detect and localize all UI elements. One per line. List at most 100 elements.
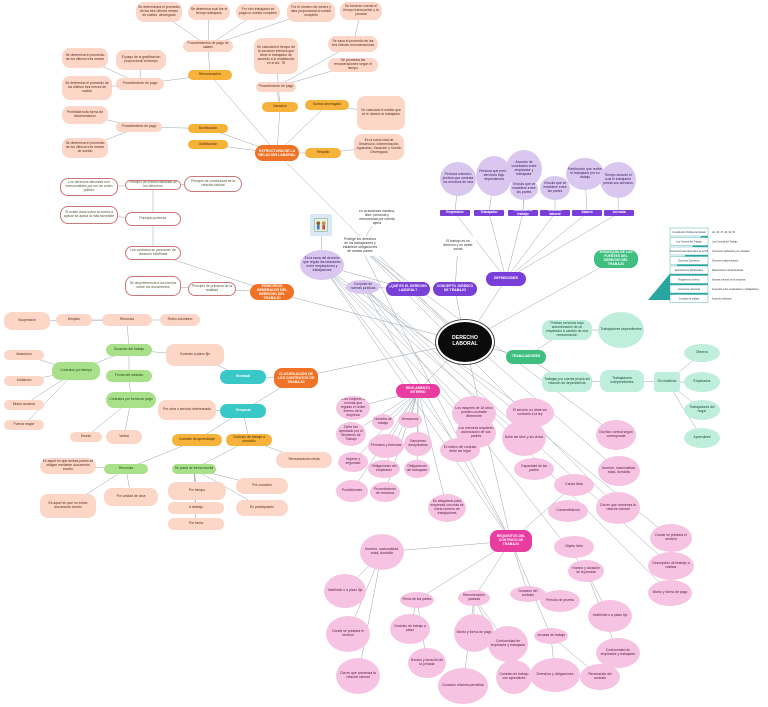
node-l18: Por unidad de obra bbox=[104, 488, 158, 506]
connector-line bbox=[488, 212, 507, 280]
node-q17: Jornada de trabajo bbox=[534, 628, 568, 644]
node-b3: Se determina el promedio de los últimos … bbox=[62, 138, 108, 158]
pyramid-row-text: Normas internas de la empresa bbox=[712, 279, 746, 282]
connector-line bbox=[505, 212, 620, 280]
central-topic[interactable]: DERECHO LABORAL bbox=[436, 320, 494, 364]
node-procedimiento: Procedimiento de pago bbox=[116, 78, 164, 90]
node-def1[interactable]: Empleador bbox=[440, 210, 470, 216]
node-q12: Horario y duración de la jornada bbox=[568, 560, 604, 582]
connector-line bbox=[454, 212, 507, 280]
node-tr4: Trabajadores independientes bbox=[600, 370, 644, 392]
node-q2[interactable]: Consentimiento bbox=[548, 500, 588, 522]
node-r10: Prohibiciones bbox=[336, 480, 368, 502]
node-vacacion[interactable]: Vacación bbox=[262, 102, 298, 112]
node-a2: Se determina cual fue el tiempo trabajad… bbox=[188, 4, 230, 20]
node-q2: Protege los derechos de los trabajadores… bbox=[340, 236, 380, 256]
branch-estructura[interactable]: ESTRUCTURA DE LA RELACIÓN LABORAL bbox=[255, 145, 299, 161]
pyramid-level bbox=[669, 294, 709, 303]
node-c-temporal[interactable]: Temporal bbox=[220, 404, 266, 418]
pyramid-level bbox=[669, 265, 709, 275]
branch-concepto[interactable]: CONCEPTO JURÍDICO DE TRABAJO bbox=[433, 282, 477, 296]
node-q32: Causa lícita bbox=[554, 474, 594, 496]
node-l20: A destajo bbox=[168, 502, 224, 514]
node-l6: Jubilación bbox=[4, 376, 44, 386]
branch-quees[interactable]: ¿QUÉ ES EL DERECHO LABORAL? bbox=[386, 282, 430, 296]
node-def6[interactable]: Jornada bbox=[604, 210, 634, 216]
node-l10[interactable]: Duración del trabajo bbox=[106, 344, 152, 356]
pyramid-row-text: Decretos reglamentarios bbox=[712, 260, 739, 263]
node-q3: Conjunto de normas jurídicas bbox=[346, 280, 380, 294]
node-q25: Firma de las partes bbox=[400, 592, 434, 608]
node-l9[interactable]: Se pacta de forma escrita bbox=[172, 464, 216, 474]
pyramid-row-text: Acuerdo individual bbox=[712, 298, 732, 301]
node-l13: Verbal bbox=[106, 430, 142, 444]
node-q1[interactable]: Capacidad de las partes bbox=[514, 458, 554, 480]
node-q16: Periodo de prueba bbox=[540, 590, 580, 612]
node-l15[interactable]: Contratos por forma de pago bbox=[106, 392, 156, 408]
node-a9: Se calculará el sueldo que se le deberá … bbox=[357, 96, 405, 130]
node-t3b: Vínculo que se establece entre las parte… bbox=[510, 178, 538, 200]
node-a6: Se calculará el tiempo de la vacación ef… bbox=[254, 38, 298, 74]
connector-line bbox=[505, 212, 524, 280]
connector-line bbox=[416, 390, 419, 470]
pyramid-row-text: Ley General del Trabajo bbox=[712, 241, 738, 244]
connector-line bbox=[23, 370, 77, 426]
node-r4: Descansos bbox=[398, 412, 422, 428]
node-tr5: Se clasifican bbox=[654, 372, 680, 392]
node-c-eventual[interactable]: Eventual bbox=[220, 370, 266, 384]
branch-clasificacion[interactable]: CLASIFICACIÓN DE LOS CONTRATOS DE TRABAJ… bbox=[274, 368, 318, 388]
node-q27: Horario y duración de la jornada bbox=[408, 648, 446, 678]
node-a13: Se determina el promedio de los últimos … bbox=[62, 76, 112, 100]
node-r1: Es un conjunto de normas que regulan el … bbox=[336, 396, 370, 420]
node-l14[interactable]: Contratos por tiempo bbox=[52, 362, 100, 380]
node-q9: Donde se prestará el servicio bbox=[650, 524, 692, 552]
branch-trabajadores[interactable]: TRABAJADORES bbox=[506, 350, 546, 364]
pyramid-level-label: Resoluciones Ministeriales bbox=[675, 269, 704, 272]
node-q3[interactable]: Objeto lícito bbox=[554, 536, 594, 558]
node-remuneracion[interactable]: Remuneración bbox=[188, 70, 232, 80]
node-l12: Escrito bbox=[70, 432, 102, 442]
node-l11[interactable]: Forma del contrato bbox=[106, 370, 152, 382]
node-a3: Por otro trabajador se paga un sueldo co… bbox=[236, 4, 280, 20]
node-q8: Día en que comienza la relación laboral bbox=[596, 492, 640, 524]
node-def3[interactable]: Contrato de trabajo bbox=[508, 210, 538, 216]
node-def5[interactable]: Salario bbox=[572, 210, 602, 216]
connector-line bbox=[321, 264, 477, 434]
node-q1: Es la rama del derecho que regula las re… bbox=[300, 250, 344, 280]
node-l3b[interactable]: Renuncia bbox=[104, 464, 148, 474]
node-finiquito[interactable]: Finiquito bbox=[305, 148, 341, 158]
node-c6[interactable]: Contrato de aprendizaje bbox=[172, 434, 222, 446]
node-c7[interactable]: Contrato de trabajo a domicilio bbox=[226, 434, 272, 446]
branch-reglamento[interactable]: REGLAMENTO INTERNO bbox=[396, 384, 440, 398]
node-l26: Es aquel en que no existe documento escr… bbox=[40, 494, 96, 518]
node-j1: Es la actividad humana, libre, personal … bbox=[356, 210, 398, 226]
node-l23: En participación bbox=[236, 500, 288, 516]
connector-line bbox=[362, 286, 512, 542]
node-gratificacion[interactable]: Gratificación bbox=[188, 140, 228, 149]
node-e5: El motivo del contrato debe ser legal bbox=[440, 438, 480, 462]
branch-requisitos[interactable]: REQUISITOS DEL CONTRATO DE TRABAJO bbox=[490, 530, 532, 552]
pyramid-level bbox=[669, 237, 709, 246]
node-sueldo-devengado[interactable]: Sueldo devengado bbox=[305, 100, 349, 110]
node-p3: Principio de irrenunciabilidad de los de… bbox=[125, 180, 181, 190]
branch-principios[interactable]: PRINCIPIOS GENERALES DEL DERECHO DEL TRA… bbox=[250, 284, 294, 300]
node-tr2: Trabajan por cuenta propia sin relación … bbox=[542, 372, 592, 392]
connector-line bbox=[505, 212, 556, 280]
node-l8: Fuerza mayor bbox=[4, 420, 44, 430]
branch-definiciones[interactable]: DEFINICIONES bbox=[486, 272, 526, 286]
connector-line bbox=[209, 74, 278, 154]
node-l21: Por tarea bbox=[168, 518, 224, 530]
node-tr3: Trabajadores dependientes bbox=[598, 312, 644, 348]
node-p2: Si existe duda sobre la norma a aplicar … bbox=[60, 206, 118, 224]
node-a10: Es la suma total de Desahucio, Indemniza… bbox=[354, 134, 404, 160]
node-bonificacion[interactable]: Bonificación bbox=[188, 124, 228, 133]
pyramid-level bbox=[669, 246, 709, 256]
node-trc1: Obreros bbox=[684, 344, 720, 362]
node-a7: Se saca el promedio de las tres últimas … bbox=[328, 36, 378, 52]
node-def2[interactable]: Trabajador bbox=[474, 210, 504, 216]
node-def4[interactable]: Relación laboral bbox=[540, 210, 570, 216]
pyramid-level bbox=[669, 284, 709, 294]
pyramid-row-text: Convenios ratificados por el Estado bbox=[712, 250, 750, 253]
node-procedimiento-pago[interactable]: Procedimientos de pago de salario bbox=[183, 40, 233, 52]
branch-fuentes[interactable]: JERARQUÍA DE LAS FUENTES DEL DERECHO DEL… bbox=[594, 250, 638, 268]
